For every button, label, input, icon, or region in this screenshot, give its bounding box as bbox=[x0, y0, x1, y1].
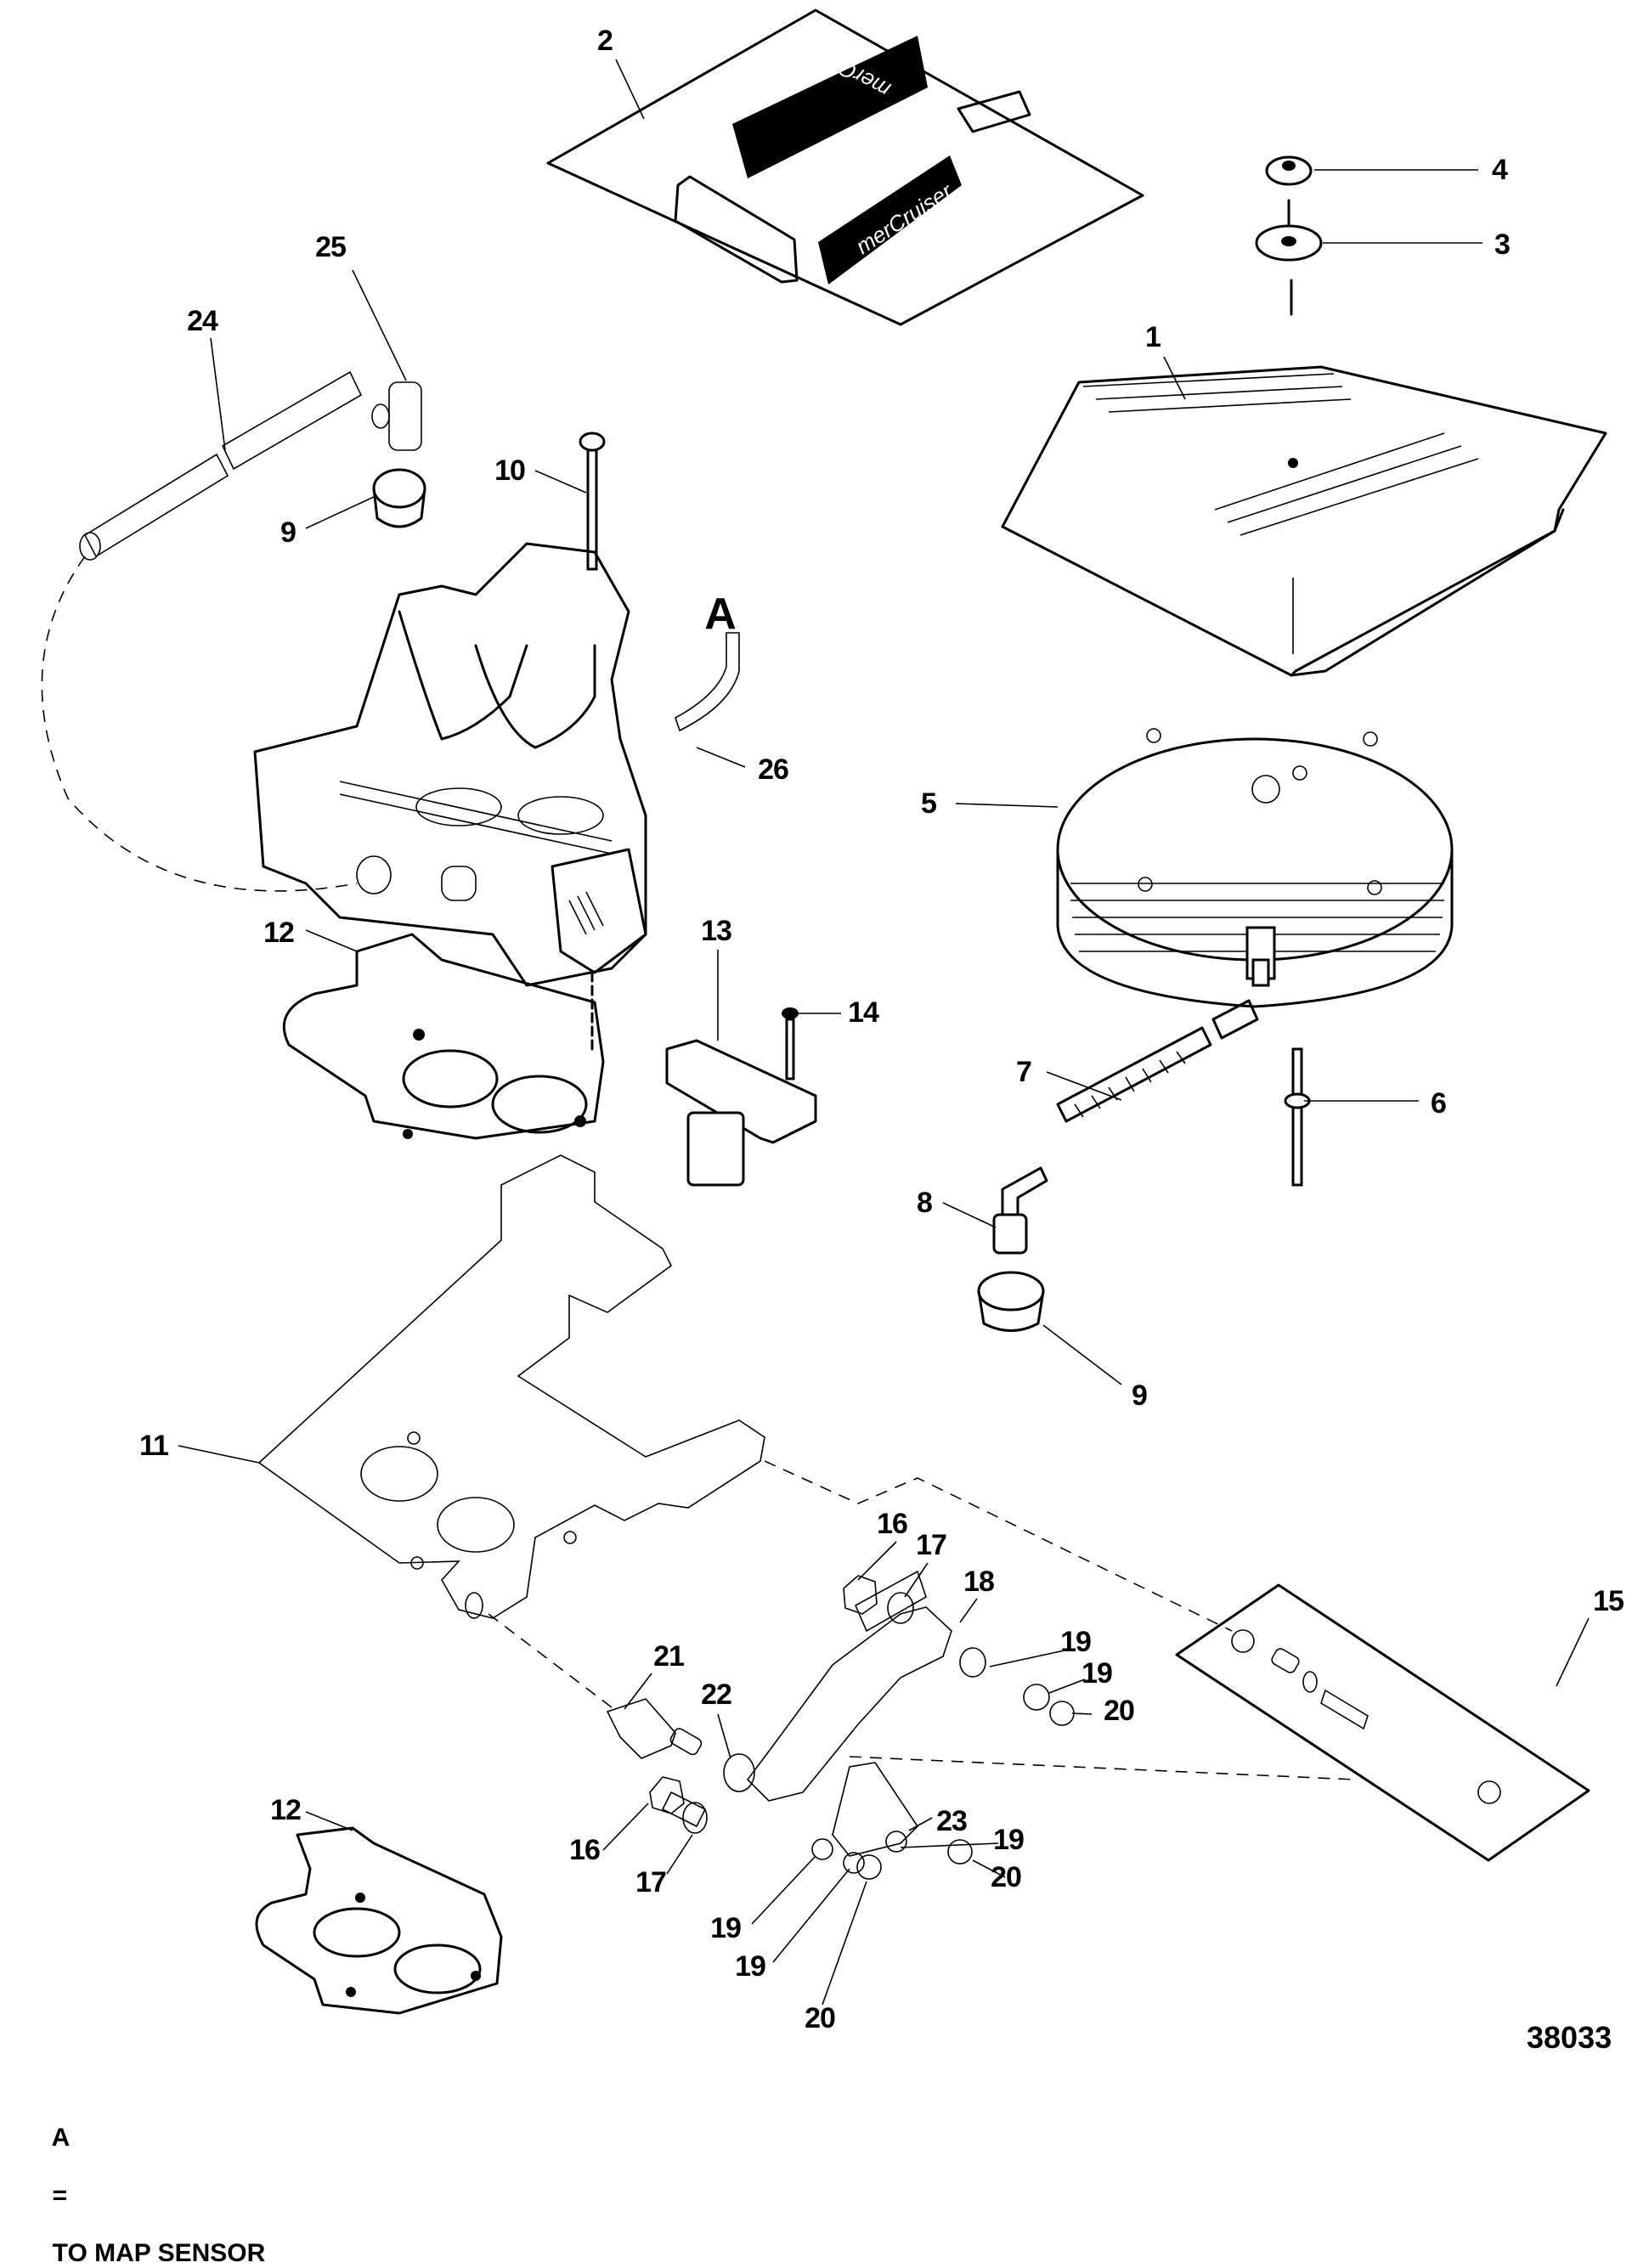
hose-part-7 bbox=[1056, 999, 1259, 1123]
callout-5: 5 bbox=[921, 787, 937, 820]
callout-19-d: 19 bbox=[710, 1912, 742, 1944]
callout-13: 13 bbox=[701, 915, 732, 947]
callout-17-upper: 17 bbox=[916, 1529, 947, 1561]
callout-19-e: 19 bbox=[735, 1950, 766, 1983]
parts-diagram: merCruiser merCruiser bbox=[41, 8, 1607, 2015]
grommet-part-9-top bbox=[372, 468, 426, 528]
callout-19-c: 19 bbox=[993, 1824, 1025, 1856]
plate-part-15 bbox=[1175, 1583, 1590, 1862]
fitting-part-21 bbox=[606, 1698, 703, 1759]
bolt-part-10 bbox=[579, 432, 606, 571]
callout-25: 25 bbox=[315, 231, 347, 263]
decal-sheet-part-2: merCruiser merCruiser bbox=[546, 8, 1144, 326]
callout-16-upper: 16 bbox=[877, 1508, 908, 1540]
gasket-part-12-bottom bbox=[255, 1826, 503, 2015]
legend-text: TO MAP SENSOR bbox=[52, 2239, 266, 2267]
flame-arrestor-part-5 bbox=[1056, 728, 1454, 1008]
tube-part-24 bbox=[79, 370, 363, 561]
callout-4: 4 bbox=[1492, 154, 1508, 186]
elbow-part-8 bbox=[992, 1166, 1048, 1255]
bracket-to-fitting-line bbox=[488, 1613, 613, 1708]
callout-19-b: 19 bbox=[1081, 1657, 1113, 1690]
callout-17-lower: 17 bbox=[635, 1866, 667, 1898]
reference-marker-a: A bbox=[704, 590, 737, 639]
leader-lines bbox=[178, 59, 1590, 2006]
tube-routing-line bbox=[41, 556, 358, 892]
callout-7: 7 bbox=[1016, 1056, 1032, 1088]
callout-22: 22 bbox=[701, 1678, 732, 1711]
callout-20-a: 20 bbox=[1104, 1695, 1135, 1727]
grommet-part-9-right bbox=[977, 1271, 1045, 1332]
callout-21: 21 bbox=[653, 1640, 685, 1673]
callout-9-right: 9 bbox=[1132, 1379, 1148, 1412]
callout-9-top: 9 bbox=[280, 516, 296, 549]
callout-8: 8 bbox=[917, 1187, 933, 1219]
callout-24: 24 bbox=[187, 305, 218, 337]
figure-number: 38033 bbox=[1527, 2020, 1612, 2055]
legend: A = TO MAP SENSOR bbox=[38, 2095, 266, 2268]
callout-10: 10 bbox=[494, 454, 526, 487]
flame-arrestor-cover-part-1 bbox=[1001, 365, 1607, 677]
screw-part-14 bbox=[782, 1007, 799, 1080]
map-sensor-part-13 bbox=[665, 1039, 817, 1187]
washer-part-3 bbox=[1255, 224, 1323, 262]
legend-separator: = bbox=[52, 2181, 68, 2209]
bracket-part-11 bbox=[257, 1154, 765, 1619]
callout-20-c: 20 bbox=[805, 2002, 836, 2034]
callout-11: 11 bbox=[139, 1430, 169, 1462]
hose-part-26 bbox=[675, 632, 740, 732]
callout-12-bottom: 12 bbox=[270, 1794, 302, 1826]
linkage-to-plate-line bbox=[849, 1756, 1356, 1780]
callout-16-lower: 16 bbox=[569, 1834, 601, 1866]
throttle-body bbox=[253, 542, 647, 987]
elbow-part-25 bbox=[371, 381, 422, 451]
callout-18: 18 bbox=[963, 1566, 995, 1598]
nut-part-4 bbox=[1265, 155, 1313, 186]
callout-14: 14 bbox=[848, 996, 879, 1029]
bracket-to-plate-line bbox=[764, 1460, 1233, 1632]
legend-key: A bbox=[51, 2124, 71, 2152]
stud-part-6 bbox=[1284, 1047, 1311, 1187]
callout-23: 23 bbox=[936, 1805, 968, 1837]
callout-3: 3 bbox=[1494, 228, 1511, 261]
callout-20-b: 20 bbox=[991, 1861, 1022, 1893]
callout-2: 2 bbox=[597, 25, 613, 57]
callout-6: 6 bbox=[1431, 1087, 1447, 1120]
callout-26: 26 bbox=[758, 753, 789, 786]
gasket-part-12-top bbox=[282, 933, 605, 1140]
callout-19-a: 19 bbox=[1060, 1626, 1092, 1658]
callout-1: 1 bbox=[1145, 321, 1161, 353]
callout-15: 15 bbox=[1593, 1585, 1624, 1617]
callout-12-top: 12 bbox=[263, 917, 295, 949]
